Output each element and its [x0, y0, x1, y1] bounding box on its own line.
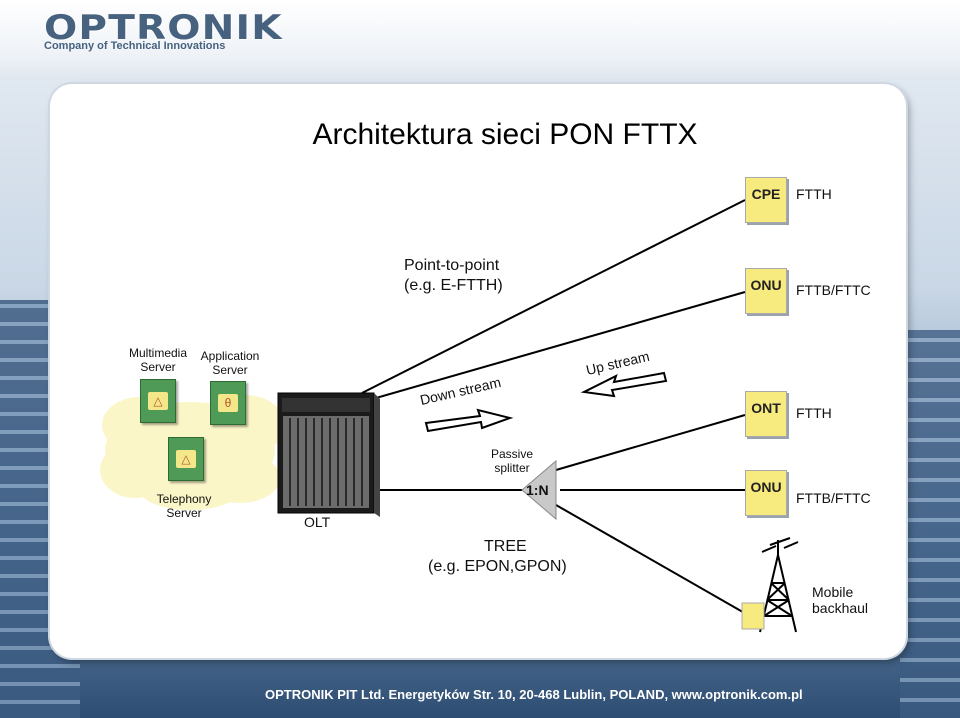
cpe-type-label: FTTH	[796, 186, 832, 202]
ont-device: ONT	[745, 391, 787, 437]
onu-bottom-type-label: FTTB/FTTC	[796, 490, 871, 506]
splitter-label-line2: splitter	[494, 461, 530, 475]
fiber-line-ont	[555, 414, 746, 471]
olt-device	[277, 392, 380, 517]
multimedia-server-label: Multimedia Server	[128, 346, 188, 374]
downstream-arrow	[424, 408, 514, 433]
tree-label-line2: (e.g. EPON,GPON)	[428, 558, 567, 575]
splitter-ratio: 1:N	[526, 482, 549, 498]
onu-top-type-label: FTTB/FTTC	[796, 282, 871, 298]
telephony-server-icon: △	[168, 437, 204, 481]
company-logo: OPTRONIK	[44, 8, 283, 48]
multimedia-server-icon: △	[140, 379, 176, 423]
olt-label: OLT	[304, 514, 331, 530]
mobile-label-line1: Mobile	[812, 584, 854, 600]
p2p-label-line1: Point-to-point	[404, 257, 500, 274]
cpe-device: CPE	[745, 177, 787, 223]
footer-address: OPTRONIK PIT Ltd. Energetyków Str. 10, 2…	[265, 686, 803, 702]
tree-label-line1: TREE	[484, 538, 527, 555]
company-tagline: Company of Technical Innovations	[44, 40, 226, 52]
telephony-server-label: Telephony Server	[156, 492, 212, 520]
onu-device-top: ONU	[745, 268, 787, 314]
header-band	[0, 0, 960, 80]
p2p-label-line2: (e.g. E-FTTH)	[404, 277, 503, 294]
application-server-icon: θ	[210, 381, 246, 425]
mobile-backhaul-box	[741, 602, 765, 630]
splitter-label-line1: Passive	[490, 447, 534, 461]
slide-title: Architektura sieci PON FTTX	[312, 118, 698, 151]
fiber-line-mobile	[555, 504, 749, 616]
ont-type-label: FTTH	[796, 405, 832, 421]
background-building-right	[900, 330, 960, 718]
onu-device-bottom: ONU	[745, 470, 787, 516]
mobile-label-line2: backhaul	[812, 600, 869, 616]
passive-splitter	[521, 459, 557, 521]
fiber-line-cpe	[361, 199, 746, 394]
upstream-arrow	[580, 371, 668, 398]
mobile-tower-icon	[759, 537, 799, 633]
fiber-line-onu-top	[361, 291, 746, 403]
application-server-label: Application Server	[200, 349, 260, 377]
